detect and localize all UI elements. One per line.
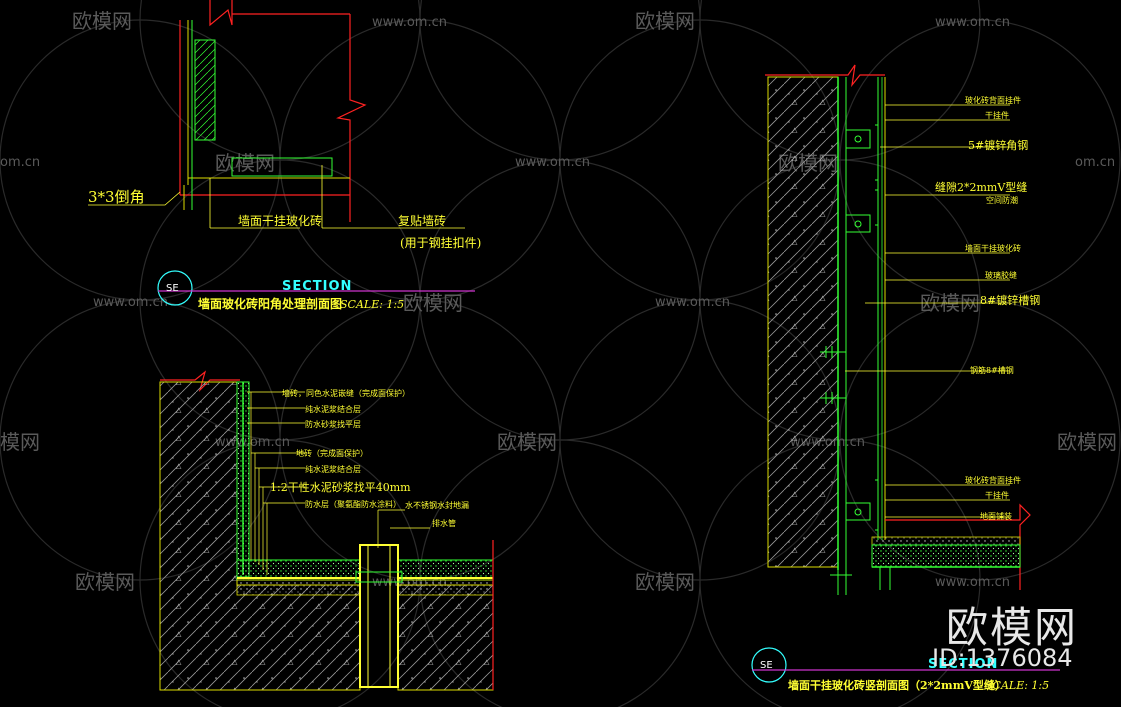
watermark-brand: 欧模网 xyxy=(403,291,463,315)
watermark-site: www.om.cn xyxy=(935,575,1010,590)
detail-title: 墙面干挂玻化砖竖剖面图（2*2mmV型缝） xyxy=(788,678,1006,692)
callout-3: 地砖（完成面保护） xyxy=(296,448,368,458)
watermark-brand: 欧模网 xyxy=(215,151,275,175)
label-composite-tile-note: (用于钢挂扣件) xyxy=(400,236,481,250)
callout-r3: 缝隙2*2mmV型缝 xyxy=(935,180,1027,194)
watermark-brand-cut: 模网 xyxy=(0,430,40,454)
watermark-brand: 欧模网 xyxy=(72,9,132,33)
section-word: SECTION xyxy=(282,279,352,294)
callout-5: 1:2干性水泥砂浆找平40mm xyxy=(270,480,411,494)
detail-corner-section: 3*3倒角 墙面干挂玻化砖 复贴墙砖 (用于钢挂扣件) SE SECTION 墙… xyxy=(88,0,481,311)
watermark-site: www.om.cn xyxy=(935,15,1010,30)
callout-r5: 墙面干挂玻化砖 xyxy=(965,243,1021,253)
label-wall-tile: 墙面干挂玻化砖 xyxy=(238,213,322,228)
watermark-brand: 欧模网 xyxy=(635,9,695,33)
callout-8: 排水管 xyxy=(432,518,456,528)
callout-r10: 干挂件 xyxy=(985,490,1009,500)
watermark-brand: 欧模网 xyxy=(635,570,695,594)
callout-r1: 干挂件 xyxy=(985,110,1009,120)
detail-scale: SCALE: 1:5 xyxy=(340,298,404,311)
callout-2: 防水砂浆找平层 xyxy=(305,419,361,429)
section-word: SECTION xyxy=(928,657,998,672)
callout-6: 防水层（聚氨酯防水涂料） xyxy=(305,499,401,509)
callout-1: 纯水泥浆结合层 xyxy=(305,404,361,414)
callout-r6: 玻璃胶缝 xyxy=(985,270,1017,280)
section-badge-label: SE xyxy=(760,660,773,671)
section-badge-label: SE xyxy=(166,283,179,294)
watermark-site: www.om.cn xyxy=(372,15,447,30)
section-badge-circle xyxy=(157,270,193,306)
detail-title: 墙面玻化砖阳角处理剖面图 xyxy=(198,296,342,311)
callout-4: 纯水泥浆结合层 xyxy=(305,464,361,474)
callout-r11: 地面铺装 xyxy=(980,511,1012,521)
watermark-site-short: om.cn xyxy=(1075,155,1115,170)
watermark-brand: 欧模网 xyxy=(497,430,557,454)
callout-r7: 8#镀锌槽钢 xyxy=(980,293,1040,307)
watermark-site: www.om.cn xyxy=(93,295,168,310)
watermark-site: www.om.cn xyxy=(515,155,590,170)
detail-floor-drain-section: 墙砖，同色水泥嵌缝（完成面保护） 纯水泥浆结合层 防水砂浆找平层 地砖（完成面保… xyxy=(159,370,494,691)
watermark-brand: 欧模网 xyxy=(1057,430,1117,454)
watermark-site-short: om.cn xyxy=(0,155,40,170)
watermark-site: www.om.cn xyxy=(655,295,730,310)
callout-r9: 玻化砖背面挂件 xyxy=(965,475,1021,485)
callout-r8: 钢筋8#槽钢 xyxy=(970,365,1014,375)
logo-brand: 欧模网 xyxy=(946,603,1079,652)
section-badge-circle xyxy=(751,647,787,683)
detail-scale: SCALE: 1:5 xyxy=(985,679,1049,692)
callout-0: 墙砖，同色水泥嵌缝（完成面保护） xyxy=(282,388,410,398)
label-corner-angle: 3*3倒角 xyxy=(88,188,145,206)
callout-7: 水不锈钢水封地漏 xyxy=(405,500,469,510)
callout-r4: 空间防潮 xyxy=(986,195,1018,205)
callout-r0: 玻化砖背面挂件 xyxy=(965,95,1021,105)
label-composite-tile: 复贴墙砖 xyxy=(398,213,446,228)
callout-r2: 5#镀锌角钢 xyxy=(968,138,1028,152)
logo-id: ID:1376084 xyxy=(932,644,1073,672)
watermark-brand: 欧模网 xyxy=(75,570,135,594)
detail-vertical-section: 玻化砖背面挂件 干挂件 5#镀锌角钢 缝隙2*2mmV型缝 空间防潮 墙面干挂玻… xyxy=(751,64,1060,692)
